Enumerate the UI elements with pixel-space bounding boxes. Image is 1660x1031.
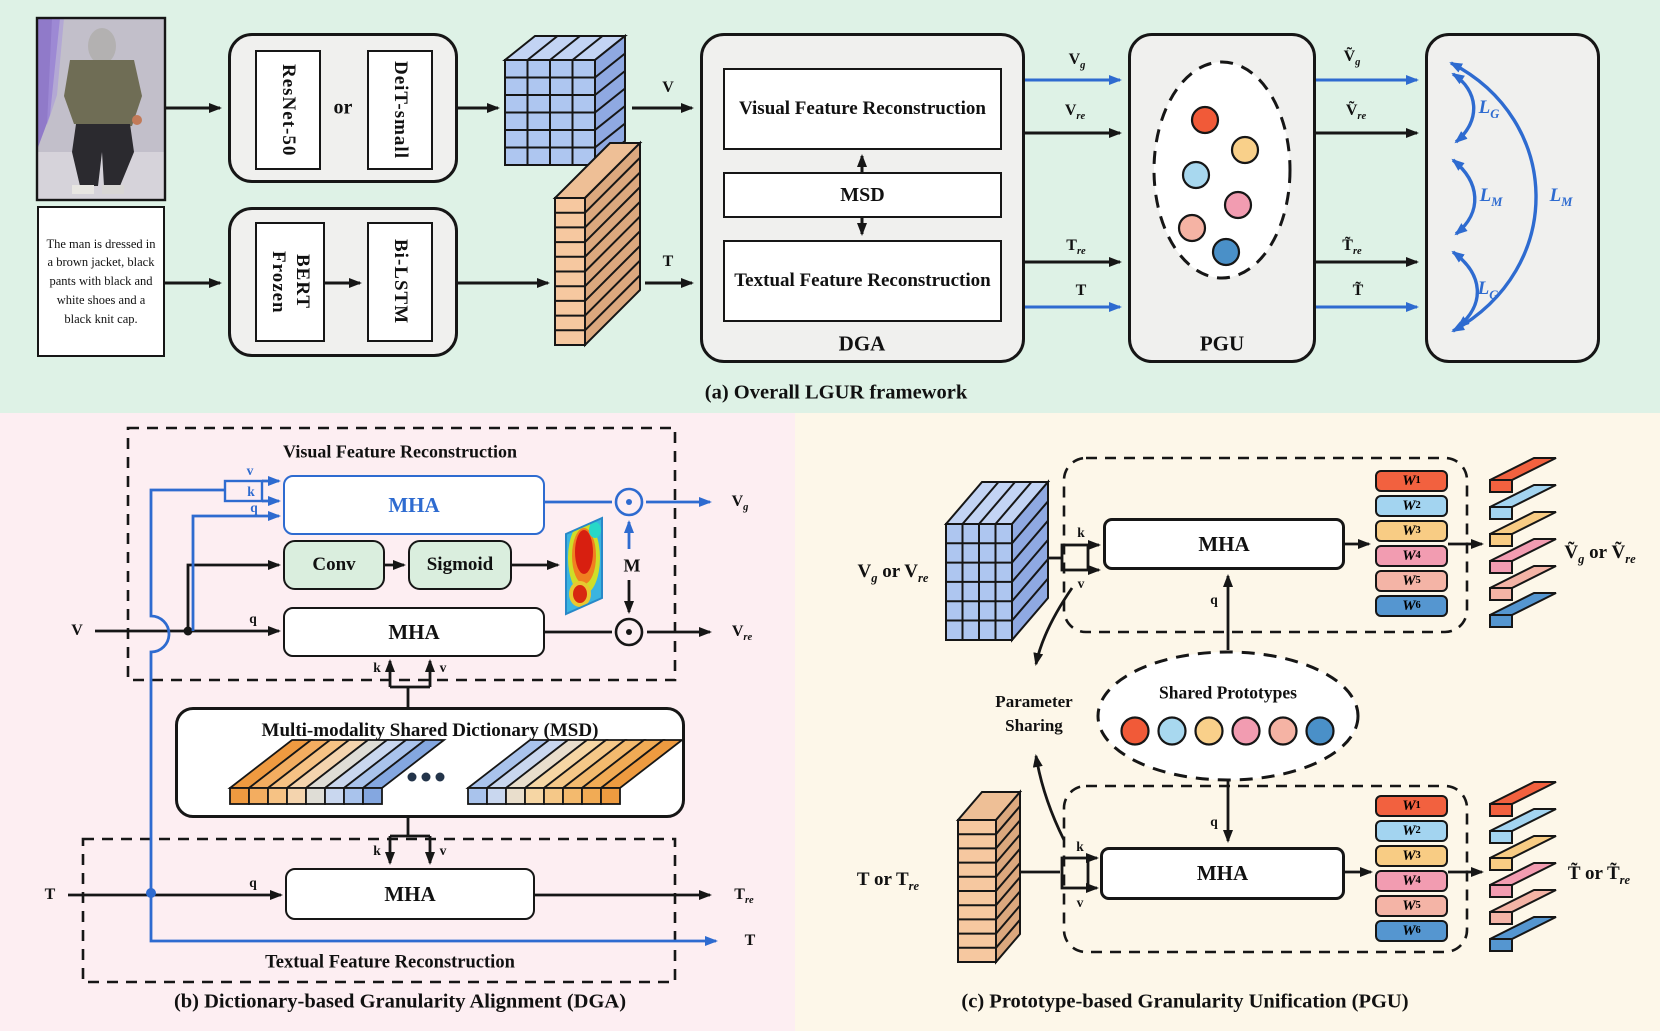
pgu-textual-output-label: T̃ or T̃re bbox=[1567, 863, 1631, 887]
port-v-msd-down-label: v bbox=[439, 843, 447, 858]
loss-lm-outer-label: LM bbox=[1549, 185, 1573, 209]
textual-mha-box: MHA bbox=[285, 868, 535, 920]
t-out-label: T bbox=[1075, 282, 1087, 299]
pgu-visual-mha-box: MHA bbox=[1103, 518, 1345, 570]
port-q-textual-label: q bbox=[249, 875, 257, 890]
resnet50-label: ResNet-50 bbox=[277, 63, 299, 157]
tre-label: Tre bbox=[1066, 237, 1086, 258]
text-description-box: The man is dressed in a brown jacket, bl… bbox=[37, 206, 165, 357]
parameter-sharing-line1: Parameter bbox=[995, 692, 1073, 711]
pgu-port-k-visual: k bbox=[1077, 525, 1085, 540]
frozen-bert-label-line2: BERT bbox=[291, 254, 313, 310]
mask-m-label: M bbox=[623, 555, 641, 576]
deit-small-box: DeiT-small bbox=[367, 50, 433, 170]
sigmoid-box: Sigmoid bbox=[408, 540, 512, 590]
visual-mha-global-box: MHA bbox=[283, 475, 545, 535]
t-input-label: T bbox=[44, 886, 56, 903]
vg-label: Vg bbox=[1068, 51, 1086, 72]
pgu-visual-input-label: Vg or Vre bbox=[857, 561, 929, 585]
pgu-port-v-textual: v bbox=[1076, 895, 1084, 910]
port-v-label: v bbox=[246, 463, 254, 478]
port-k-label: k bbox=[247, 484, 255, 499]
bilstm-label: Bi-LSTM bbox=[389, 239, 411, 325]
pgu-label: PGU bbox=[1199, 331, 1245, 356]
vre-tilde-label: Ṽre bbox=[1345, 102, 1367, 123]
pgu-visual-output-label: Ṽg or Ṽre bbox=[1564, 542, 1636, 566]
port-v-msd-up-label: v bbox=[439, 660, 447, 675]
msd-dictionary-box: Multi-modality Shared Dictionary (MSD) bbox=[175, 707, 685, 818]
loss-box bbox=[1425, 33, 1600, 363]
pgu-textual-input-label: T or Tre bbox=[856, 869, 920, 893]
visual-section-title: Visual Feature Reconstruction bbox=[283, 441, 517, 462]
vg-tilde-label: Ṽg bbox=[1343, 48, 1361, 69]
port-q-blue-label: q bbox=[250, 500, 258, 515]
t-feature-label: T bbox=[662, 253, 674, 270]
v-input-label: V bbox=[71, 622, 83, 639]
deit-small-label: DeiT-small bbox=[389, 61, 411, 159]
dga-label: DGA bbox=[838, 331, 886, 356]
vg-output-label: Vg bbox=[731, 493, 749, 514]
visual-feature-reconstruction-box: Visual Feature Reconstruction bbox=[723, 68, 1002, 150]
port-k-msd-up-label: k bbox=[373, 660, 381, 675]
pgu-port-k-textual: k bbox=[1076, 839, 1084, 854]
visual-mha-reconstruction-box: MHA bbox=[283, 607, 545, 657]
t-tilde-label: T̃ bbox=[1352, 282, 1364, 299]
conv-box: Conv bbox=[283, 540, 385, 590]
parameter-sharing-line2: Sharing bbox=[1005, 716, 1063, 735]
pgu-textual-mha-box: MHA bbox=[1100, 847, 1345, 900]
panel-c-background bbox=[795, 413, 1660, 1031]
frozen-bert-label-line1: Frozen bbox=[268, 250, 289, 314]
resnet50-box: ResNet-50 bbox=[255, 50, 321, 170]
frozen-bert-box: Frozen BERT bbox=[255, 222, 325, 342]
shared-prototypes-title: Shared Prototypes bbox=[1159, 682, 1297, 703]
pgu-port-v-visual: v bbox=[1077, 576, 1085, 591]
t-output-label: T bbox=[744, 932, 756, 949]
loss-lg-top-label: LG bbox=[1478, 97, 1500, 121]
loss-lm-inner-label: LM bbox=[1479, 185, 1503, 209]
panel-b-caption: (b) Dictionary-based Granularity Alignme… bbox=[173, 990, 627, 1013]
textual-feature-reconstruction-box: Textual Feature Reconstruction bbox=[723, 240, 1002, 322]
pgu-port-q-textual: q bbox=[1210, 814, 1218, 829]
port-q-visual-label: q bbox=[249, 611, 257, 626]
v-feature-label: V bbox=[662, 79, 674, 96]
pgu-module-box bbox=[1128, 33, 1316, 363]
loss-lg-bottom-label: LG bbox=[1477, 278, 1499, 302]
or-label: or bbox=[333, 96, 353, 119]
tre-tilde-label: T̃re bbox=[1342, 237, 1362, 258]
panel-a-caption: (a) Overall LGUR framework bbox=[704, 381, 968, 404]
panel-c-caption: (c) Prototype-based Granularity Unificat… bbox=[961, 990, 1409, 1013]
bilstm-box: Bi-LSTM bbox=[367, 222, 433, 342]
textual-section-title: Textual Feature Reconstruction bbox=[265, 952, 515, 973]
port-k-msd-down-label: k bbox=[373, 843, 381, 858]
tre-output-label: Tre bbox=[734, 886, 754, 907]
vre-output-label: Vre bbox=[731, 623, 753, 644]
pgu-port-q-visual: q bbox=[1210, 592, 1218, 607]
msd-box: MSD bbox=[723, 172, 1002, 218]
vre-label: Vre bbox=[1064, 102, 1086, 123]
